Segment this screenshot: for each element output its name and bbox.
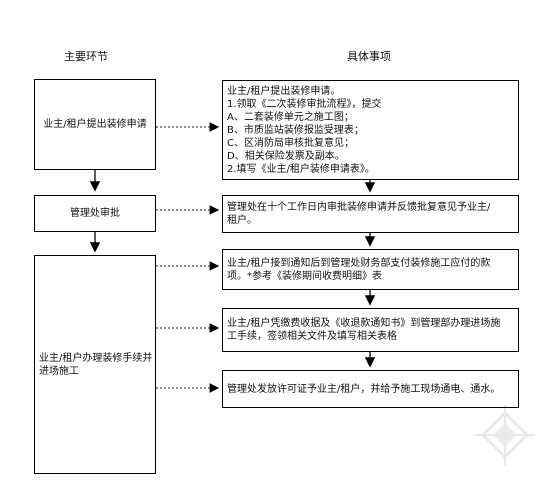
step-procedure-label-line: 业主/租户办理装修手续并 — [39, 352, 153, 364]
step-review-label: 管理处审批 — [70, 208, 120, 219]
detail-apply-line: C、区消防局审核批复意见； — [227, 137, 354, 149]
detail-apply-line: A、二套装修单元之施工图； — [227, 111, 354, 123]
step-procedure-label-line: 进场施工 — [39, 365, 79, 377]
detail-permit: 管理处发放许可证予业主/租户，并给予施工现场通电、通水。 — [222, 370, 519, 408]
detail-apply: 业主/租户提出装修申请。 1.领取《二次装修审批流程》，提交 A、二套装修单元之… — [222, 80, 519, 180]
heading-details: 具体事项 — [347, 50, 391, 63]
detail-entry: 业主/租户凭缴费收据及《收退款通知书》到管理部办理进场施 工手续，签领相关文件及… — [222, 308, 519, 352]
detail-apply-line: 2.填写《业主/租户装修申请表》。 — [227, 163, 375, 175]
detail-review-line: 管理处在十个工作日内审批装修申请并反馈批复意见予业主/ — [227, 202, 491, 213]
detail-apply-line: 业主/租户提出装修申请。 — [227, 85, 341, 97]
detail-apply-line: D、相关保险发票及副本。 — [227, 150, 345, 162]
step-apply-label: 业主/租户提出装修申请 — [43, 119, 147, 130]
detail-entry-line: 工手续，签领相关文件及填写相关表格 — [227, 331, 397, 342]
step-procedure: 业主/租户办理装修手续并 进场施工 — [34, 255, 156, 474]
detail-payment: 业主/租户接到通知后到管理处财务部支付装修施工应付的款 项。*参考《装修期间收费… — [222, 249, 519, 290]
detail-payment-line: 项。*参考《装修期间收费明细》表 — [227, 270, 382, 282]
step-apply: 业主/租户提出装修申请 — [34, 79, 156, 170]
detail-review: 管理处在十个工作日内审批装修申请并反馈批复意见予业主/ 租户。 — [222, 195, 519, 233]
detail-apply-line: B、市质监站装修报监受理表； — [227, 124, 364, 136]
watermark-logo — [475, 405, 535, 465]
detail-apply-line: 1.领取《二次装修审批流程》，提交 — [227, 98, 382, 110]
detail-permit-line: 管理处发放许可证予业主/租户，并给予施工现场通电、通水。 — [227, 383, 501, 395]
detail-payment-line: 业主/租户接到通知后到管理处财务部支付装修施工应付的款 — [227, 257, 491, 269]
detail-entry-line: 业主/租户凭缴费收据及《收退款通知书》到管理部办理进场施 — [227, 318, 501, 329]
heading-main-steps: 主要环节 — [64, 50, 108, 63]
step-review: 管理处审批 — [34, 195, 156, 232]
detail-review-line: 租户。 — [227, 215, 257, 226]
